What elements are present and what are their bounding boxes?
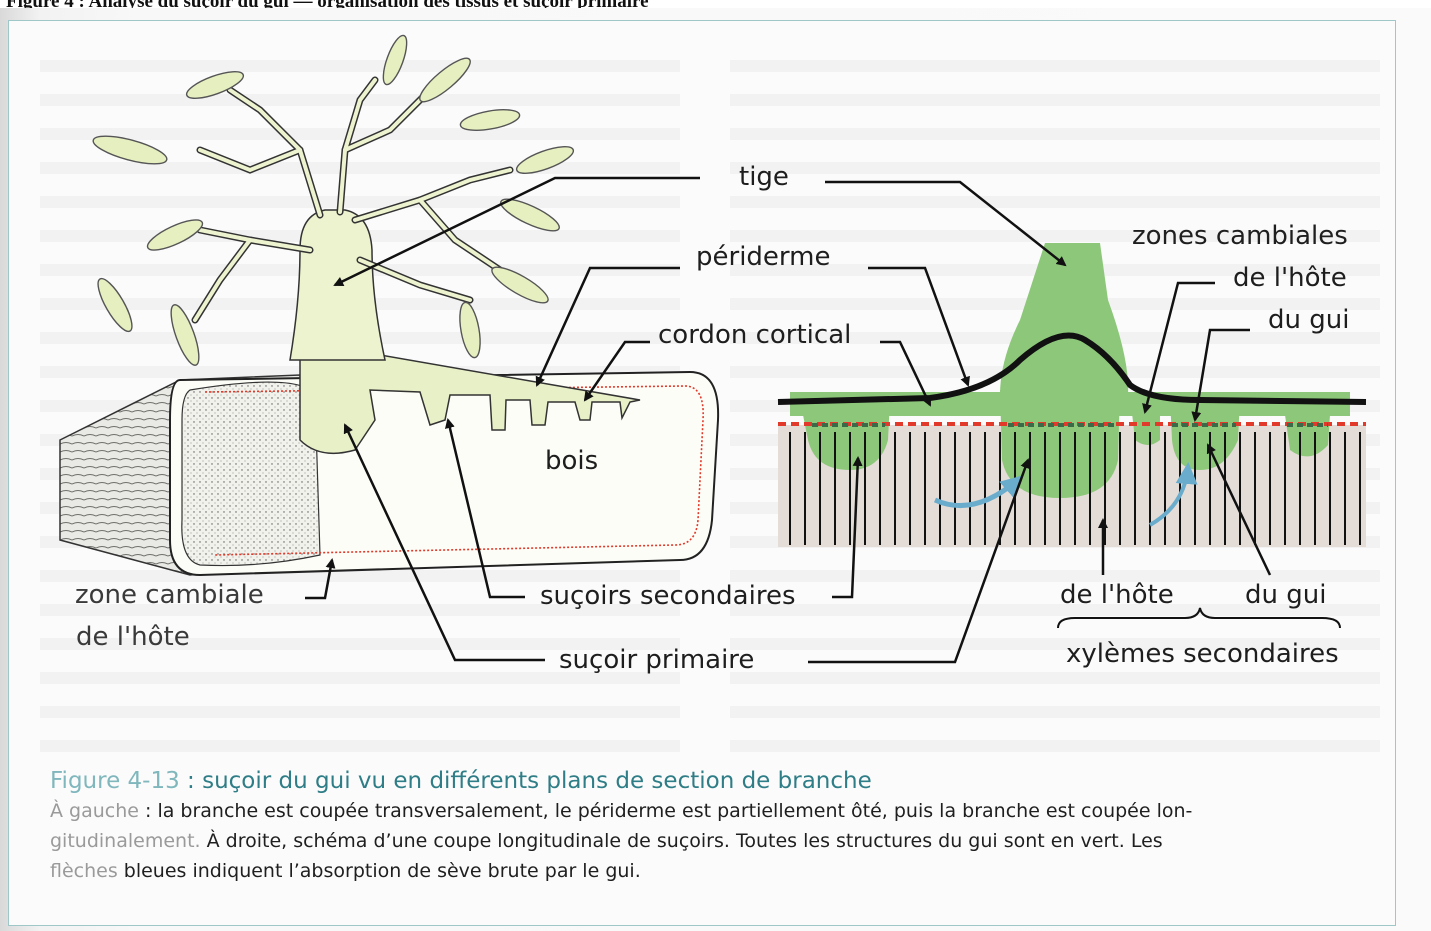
label-sucoirs-secondaires: suçoirs secondaires <box>540 583 796 609</box>
label-tige: tige <box>739 164 789 190</box>
label-zone-cambiale-hote: de l'hôte <box>76 624 190 650</box>
caption-title: Figure 4-13 : suçoir du gui vu en différ… <box>50 768 872 794</box>
label-bois: bois <box>545 448 598 474</box>
label-xylemes-secondaires: xylèmes secondaires <box>1066 641 1339 667</box>
left-branch-drawing <box>60 33 718 575</box>
label-zones-cambiales-hote: de l'hôte <box>1233 265 1347 291</box>
label-zones-cambiales: zones cambiales <box>1132 223 1348 249</box>
caption-line-2: gitudinalement. À droite, schéma d’une c… <box>50 830 1163 852</box>
label-xyleme-gui: du gui <box>1245 582 1326 608</box>
label-sucoir-primaire: suçoir primaire <box>559 647 754 673</box>
label-periderme: périderme <box>696 244 830 270</box>
caption-figure-number: Figure 4-13 <box>50 768 180 794</box>
caption-title-text: : suçoir du gui vu en différents plans d… <box>180 768 872 794</box>
caption-line-1: À gauche : la branche est coupée transve… <box>50 800 1192 822</box>
label-zone-cambiale: zone cambiale <box>75 582 264 608</box>
label-cordon-cortical: cordon cortical <box>658 322 851 348</box>
label-xyleme-hote: de l'hôte <box>1060 582 1174 608</box>
label-zones-cambiales-gui: du gui <box>1268 307 1349 333</box>
caption-line-3: flèches bleues indiquent l’absorption de… <box>50 860 641 882</box>
